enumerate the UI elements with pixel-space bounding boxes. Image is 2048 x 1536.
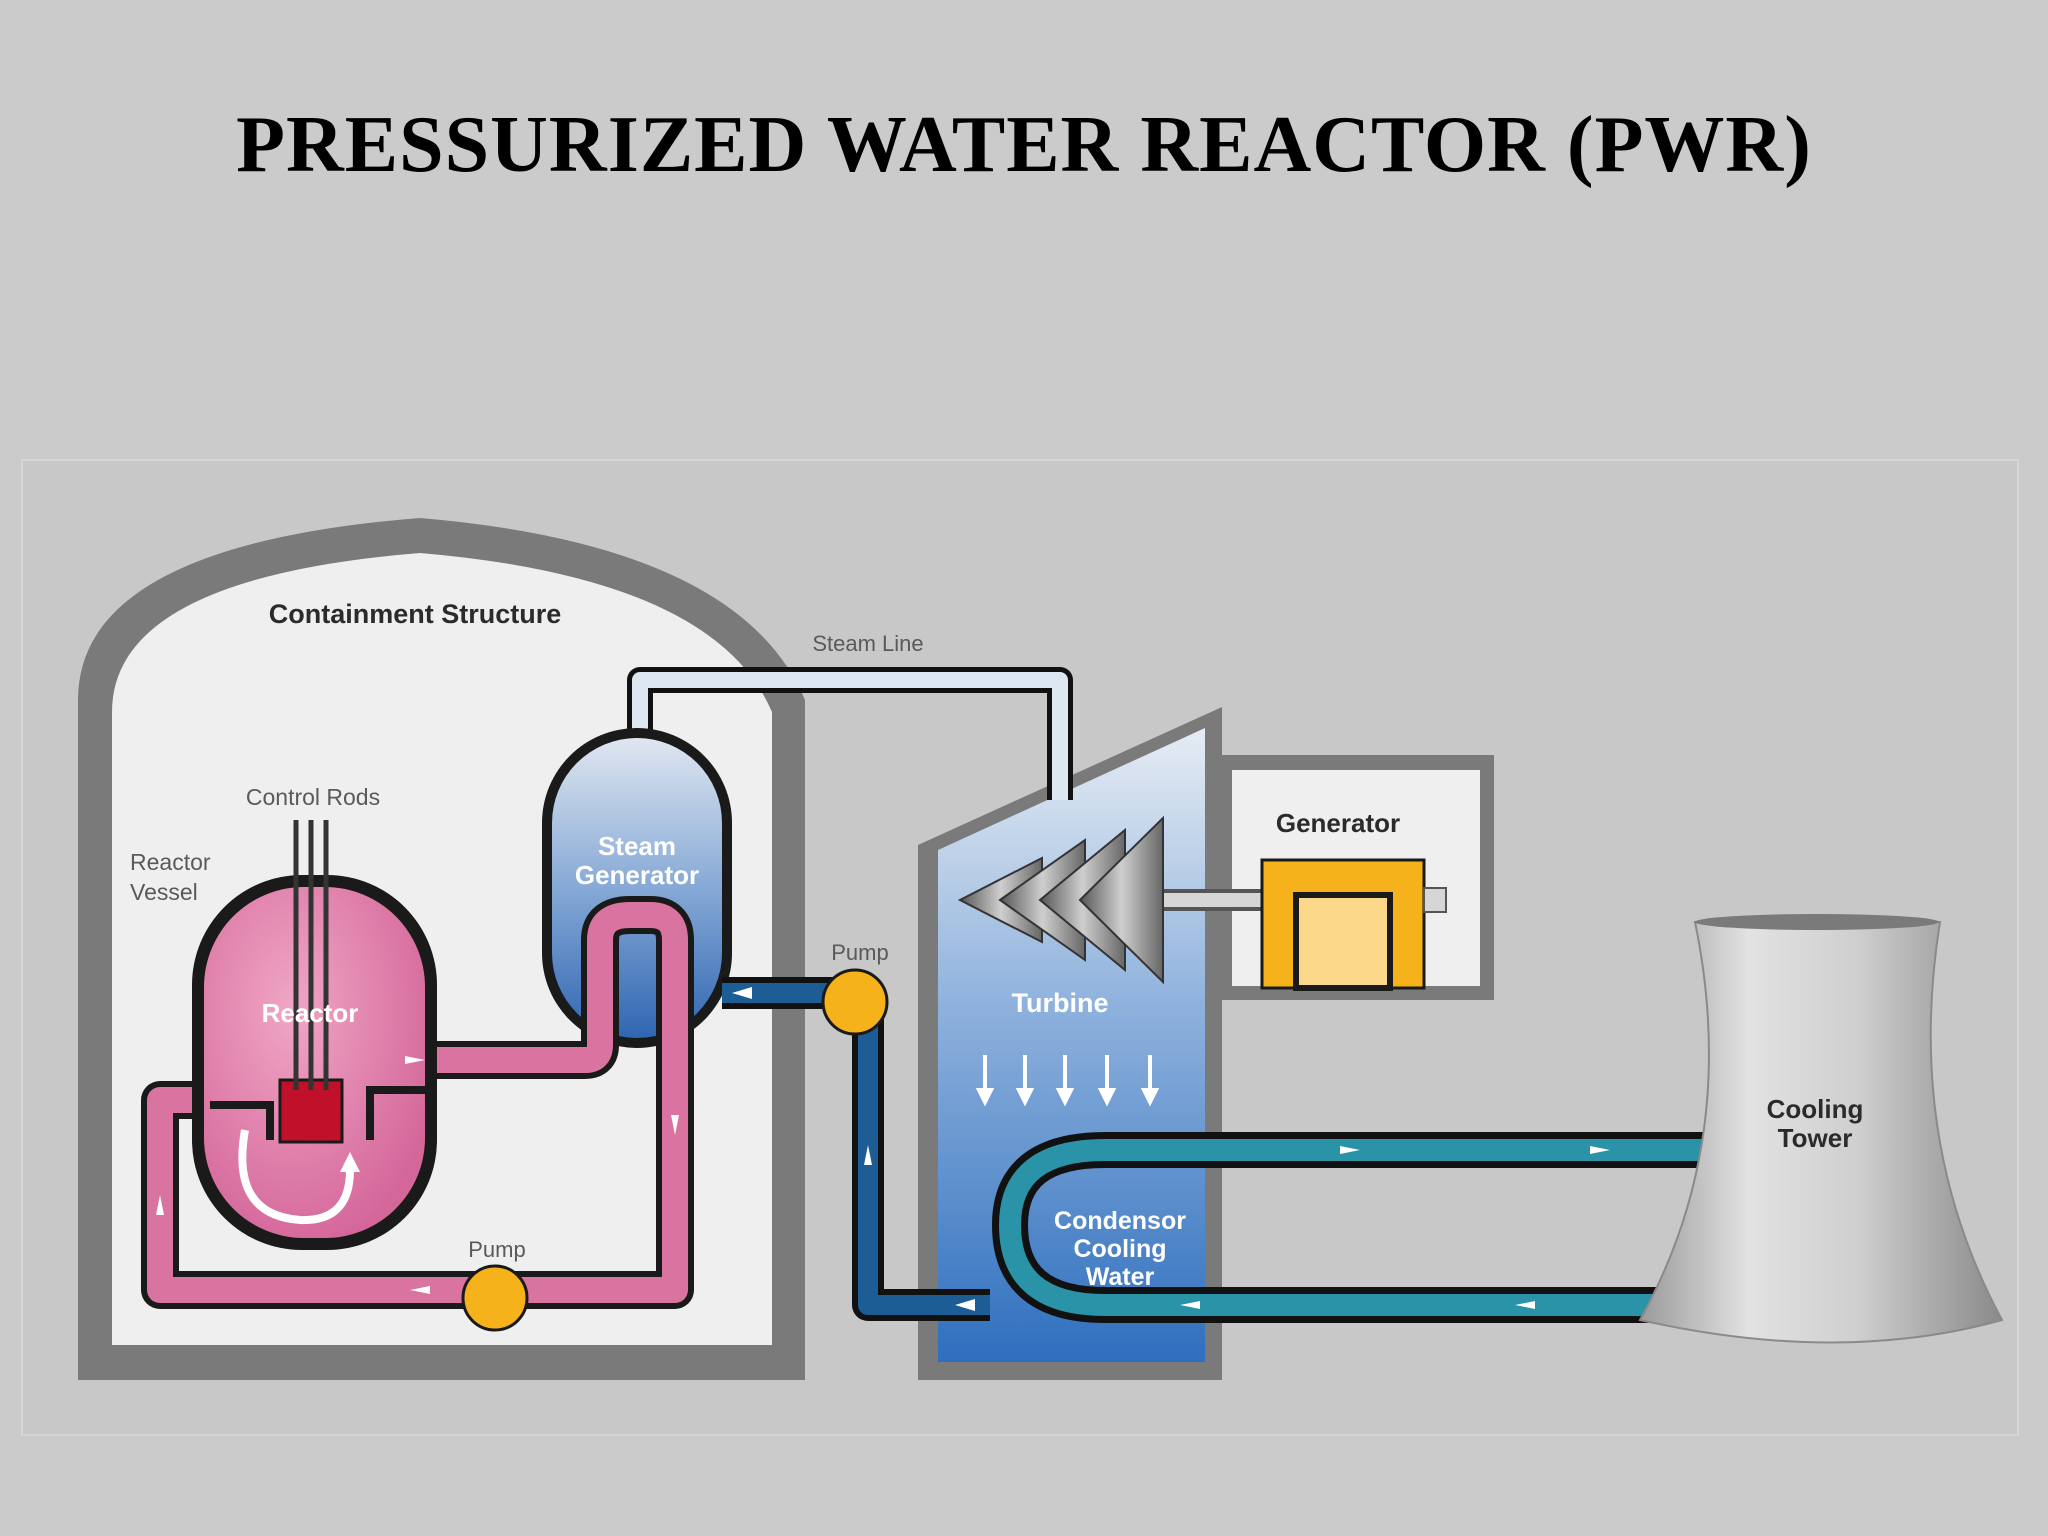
control-rods (293, 820, 329, 1090)
feedwater-arrow-return (955, 1299, 975, 1311)
secondary-pump (821, 968, 889, 1036)
control-rods-label: Control Rods (246, 784, 380, 810)
cooling-loop (992, 1132, 1710, 1323)
condenser-label-line2: Cooling (1073, 1235, 1166, 1263)
cooling-arrow-1 (1340, 1146, 1360, 1154)
primary-loop (141, 896, 694, 1309)
primary-pump-label: Pump (468, 1237, 525, 1262)
reactor-vessel-label-line1: Reactor (130, 849, 211, 875)
reactor-vessel-label-line2: Vessel (130, 879, 198, 905)
turbine-label: Turbine (1012, 988, 1109, 1018)
primary-flow-arrows (156, 1056, 679, 1294)
cooling-tower-label-line2: Tower (1778, 1123, 1853, 1153)
reactor-label: Reactor (262, 998, 359, 1028)
cooling-tower (1638, 914, 2004, 1344)
primary-pump (461, 1264, 529, 1332)
steam-generator-label-line1: Steam (598, 831, 676, 861)
reactor-vessel (192, 875, 437, 1250)
feedwater-arrow-up (864, 1145, 872, 1165)
slide-title: PRESSURIZED WATER REACTOR (PWR) (236, 101, 1812, 189)
cooling-tower-label-line1: Cooling (1767, 1094, 1864, 1124)
cooling-arrow-2 (1590, 1146, 1610, 1154)
cooling-arrow-4 (1515, 1301, 1535, 1309)
generator-label: Generator (1276, 808, 1400, 838)
turbine-flow-arrows (975, 1055, 1160, 1107)
steam-line-label: Steam Line (812, 631, 923, 656)
condenser-label-line1: Condensor (1054, 1207, 1186, 1235)
generator-body (1260, 858, 1447, 991)
steam-generator-label-line2: Generator (575, 860, 699, 890)
containment-label: Containment Structure (269, 599, 562, 629)
condenser-label-line3: Water (1086, 1263, 1155, 1291)
feedwater-arrow-left (732, 987, 752, 999)
reactor-flow-arrow (238, 1129, 354, 1225)
secondary-pump-label: Pump (831, 940, 888, 965)
cooling-arrow-3 (1180, 1301, 1200, 1309)
reactor-core (278, 1078, 344, 1144)
